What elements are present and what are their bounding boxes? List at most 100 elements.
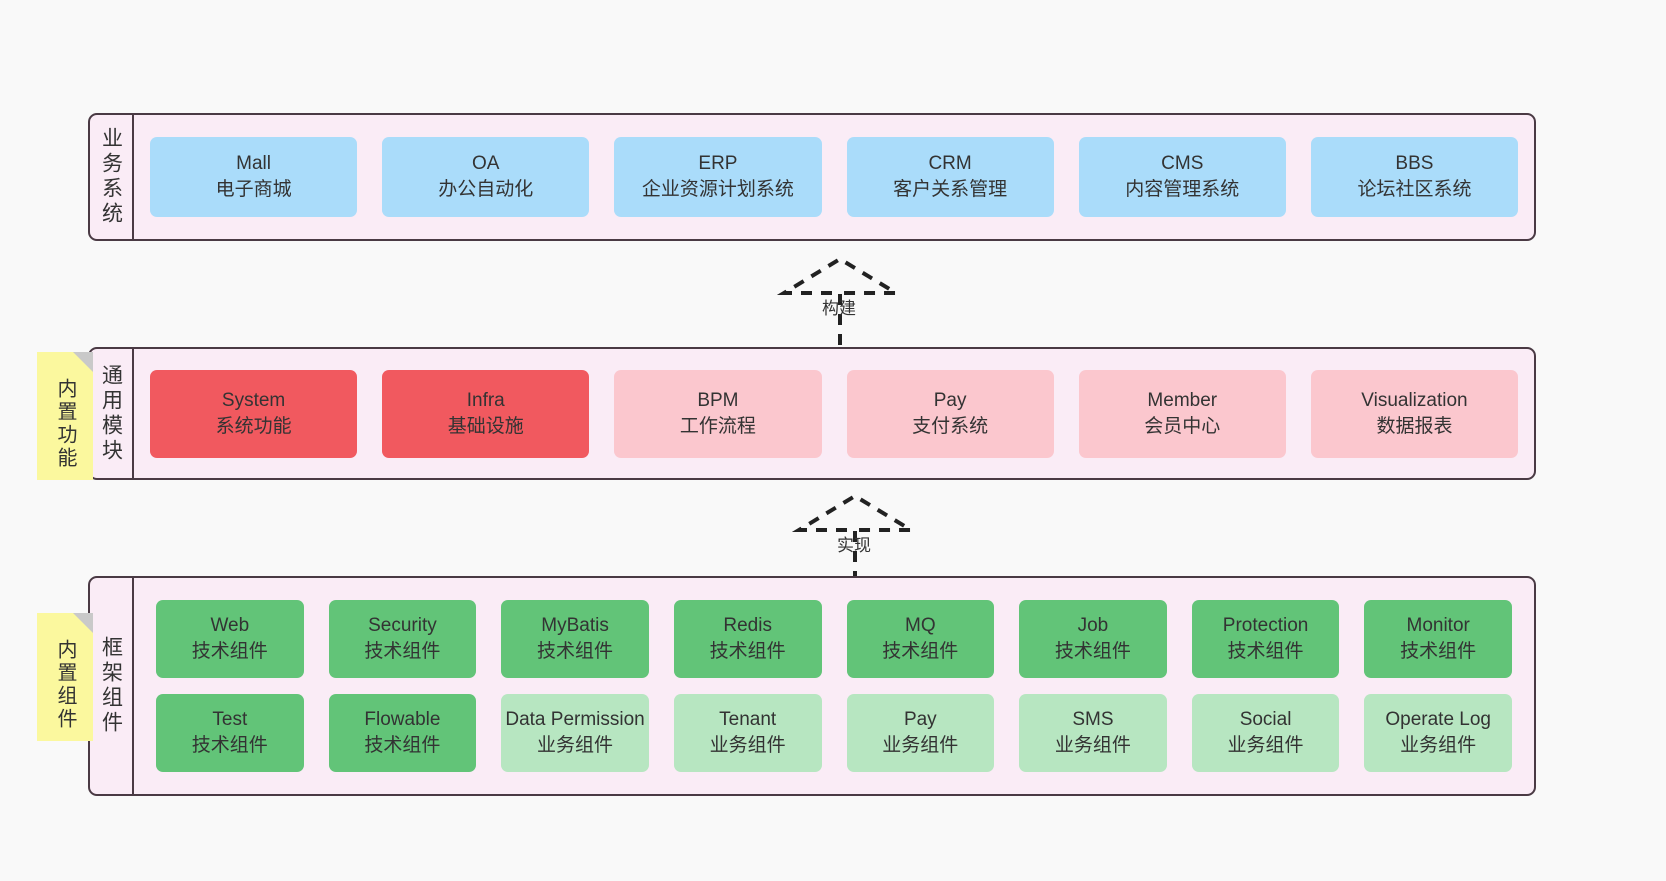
card-social[interactable]: Social 业务组件 <box>1191 694 1340 772</box>
card-title: Web <box>210 615 250 637</box>
card-title: Social <box>1239 709 1292 731</box>
note-label: 内置功能 <box>54 378 76 470</box>
card-visualization[interactable]: Visualization 数据报表 <box>1310 369 1519 458</box>
connector-implement-label: 实现 <box>837 536 871 555</box>
card-system[interactable]: System 系统功能 <box>150 369 358 458</box>
business-systems-row: Mall 电子商城 OA 办公自动化 ERP 企业资源计划系统 CRM 客户关系… <box>144 137 1524 217</box>
card-title: Mall <box>236 153 271 175</box>
layer-body-business-systems: Mall 电子商城 OA 办公自动化 ERP 企业资源计划系统 CRM 客户关系… <box>134 115 1534 239</box>
card-protection[interactable]: Protection 技术组件 <box>1191 600 1340 678</box>
card-job[interactable]: Job 技术组件 <box>1019 600 1167 678</box>
card-redis[interactable]: Redis 技术组件 <box>673 600 822 678</box>
card-subtitle: 客户关系管理 <box>893 179 1008 200</box>
card-subtitle: 业务组件 <box>1227 735 1304 756</box>
card-bbs[interactable]: BBS 论坛社区系统 <box>1310 137 1519 217</box>
card-sms[interactable]: SMS 业务组件 <box>1019 694 1167 772</box>
card-pay-component[interactable]: Pay 业务组件 <box>846 694 995 772</box>
card-subtitle: 系统功能 <box>215 415 292 437</box>
layer-title-common-modules: 通用模块 <box>90 349 134 478</box>
card-subtitle: 技术组件 <box>537 641 614 662</box>
card-title: Visualization <box>1361 389 1468 411</box>
card-subtitle: 业务组件 <box>709 735 786 756</box>
card-mybatis[interactable]: MyBatis 技术组件 <box>501 600 649 678</box>
framework-rows: Web 技术组件 Security 技术组件 MyBatis 技术组件 Redi… <box>144 586 1524 786</box>
note-fold-corner-icon <box>73 352 93 372</box>
layer-common-modules: 通用模块 System 系统功能 Infra 基础设施 BPM 工作流程 Pay… <box>88 347 1536 480</box>
framework-business-row: Test 技术组件 Flowable 技术组件 Data Permission … <box>150 694 1518 772</box>
card-subtitle: 内容管理系统 <box>1125 179 1240 200</box>
card-subtitle: 技术组件 <box>882 641 959 662</box>
card-title: OA <box>472 153 500 175</box>
card-subtitle: 论坛社区系统 <box>1357 179 1472 200</box>
card-title: Infra <box>466 389 505 411</box>
layer-body-framework-components: Web 技术组件 Security 技术组件 MyBatis 技术组件 Redi… <box>134 578 1534 794</box>
card-subtitle: 技术组件 <box>709 641 786 662</box>
card-test[interactable]: Test 技术组件 <box>156 694 304 772</box>
card-subtitle: 办公自动化 <box>438 179 534 200</box>
card-erp[interactable]: ERP 企业资源计划系统 <box>614 137 822 217</box>
card-bpm[interactable]: BPM 工作流程 <box>614 369 822 458</box>
card-web[interactable]: Web 技术组件 <box>156 600 304 678</box>
card-oa[interactable]: OA 办公自动化 <box>382 137 590 217</box>
connector-build: 构建 <box>750 255 954 350</box>
card-subtitle: 技术组件 <box>1227 641 1304 662</box>
card-title: Redis <box>723 615 772 637</box>
layer-business-systems: 业务系统 Mall 电子商城 OA 办公自动化 ERP 企业资源计划系统 CRM… <box>88 113 1536 241</box>
card-title: Pay <box>933 389 967 411</box>
card-subtitle: 技术组件 <box>191 735 268 756</box>
connector-build-label: 构建 <box>822 299 856 318</box>
connector-implement: 实现 <box>765 492 969 587</box>
card-crm[interactable]: CRM 客户关系管理 <box>846 137 1054 217</box>
card-pay-module[interactable]: Pay 支付系统 <box>846 369 1054 458</box>
card-title: CMS <box>1161 153 1204 175</box>
card-data-permission[interactable]: Data Permission 业务组件 <box>501 694 649 772</box>
card-title: Protection <box>1222 615 1309 637</box>
card-subtitle: 业务组件 <box>882 735 959 756</box>
card-subtitle: 基础设施 <box>447 415 524 437</box>
card-monitor[interactable]: Monitor 技术组件 <box>1364 600 1512 678</box>
card-title: Tenant <box>719 709 777 731</box>
card-title: Flowable <box>364 709 441 731</box>
card-subtitle: 技术组件 <box>191 641 268 662</box>
card-subtitle: 技术组件 <box>364 735 441 756</box>
card-subtitle: 业务组件 <box>1400 735 1477 756</box>
note-builtin-components: 内置组件 <box>37 613 93 741</box>
card-subtitle: 技术组件 <box>1054 641 1131 662</box>
card-mq[interactable]: MQ 技术组件 <box>846 600 995 678</box>
card-subtitle: 工作流程 <box>679 415 756 437</box>
card-title: Job <box>1077 615 1109 637</box>
card-title: ERP <box>698 153 738 175</box>
card-infra[interactable]: Infra 基础设施 <box>382 369 590 458</box>
card-subtitle: 技术组件 <box>1400 641 1477 662</box>
card-member[interactable]: Member 会员中心 <box>1078 369 1286 458</box>
layer-framework-components: 框架组件 Web 技术组件 Security 技术组件 MyBatis 技术组件 <box>88 576 1536 796</box>
layer-body-common-modules: System 系统功能 Infra 基础设施 BPM 工作流程 Pay 支付系统… <box>134 349 1534 478</box>
card-tenant[interactable]: Tenant 业务组件 <box>673 694 822 772</box>
card-flowable[interactable]: Flowable 技术组件 <box>328 694 477 772</box>
card-security[interactable]: Security 技术组件 <box>328 600 477 678</box>
card-subtitle: 业务组件 <box>1054 735 1131 756</box>
layer-title-framework-components: 框架组件 <box>90 578 134 794</box>
card-title: Operate Log <box>1385 709 1491 731</box>
card-title: BPM <box>697 389 739 411</box>
card-title: MQ <box>905 615 936 637</box>
card-subtitle: 业务组件 <box>537 735 614 756</box>
card-title: Test <box>212 709 248 731</box>
note-label: 内置组件 <box>54 639 76 731</box>
card-cms[interactable]: CMS 内容管理系统 <box>1078 137 1286 217</box>
common-modules-row: System 系统功能 Infra 基础设施 BPM 工作流程 Pay 支付系统… <box>144 369 1524 458</box>
card-operate-log[interactable]: Operate Log 业务组件 <box>1364 694 1512 772</box>
card-subtitle: 技术组件 <box>364 641 441 662</box>
card-subtitle: 电子商城 <box>215 179 292 200</box>
card-subtitle: 数据报表 <box>1376 415 1453 437</box>
card-mall[interactable]: Mall 电子商城 <box>150 137 358 217</box>
note-fold-corner-icon <box>73 613 93 633</box>
framework-tech-row: Web 技术组件 Security 技术组件 MyBatis 技术组件 Redi… <box>150 600 1518 678</box>
layer-title-business-systems: 业务系统 <box>90 115 134 239</box>
card-title: CRM <box>928 153 972 175</box>
card-subtitle: 会员中心 <box>1144 415 1221 437</box>
card-title: Member <box>1147 389 1218 411</box>
card-title: BBS <box>1395 153 1434 175</box>
note-builtin-features: 内置功能 <box>37 352 93 480</box>
